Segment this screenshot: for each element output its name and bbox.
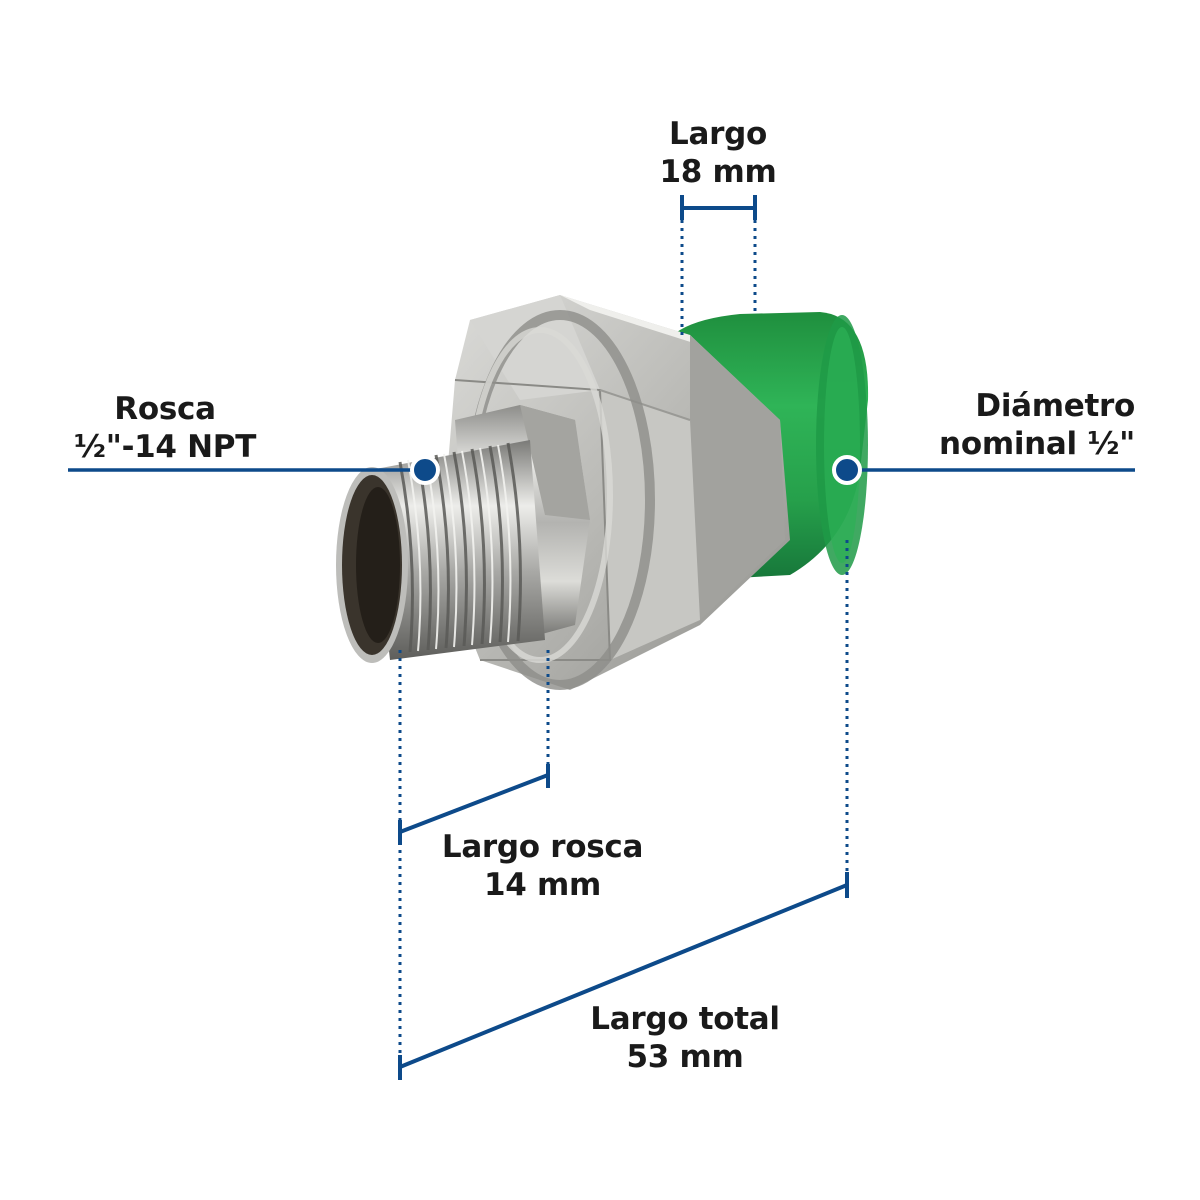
- largo-rosca-label: Largo rosca 14 mm: [420, 828, 665, 904]
- rosca-label: Rosca ½"-14 NPT: [55, 390, 275, 466]
- marker-dots: [410, 455, 862, 485]
- largo-rosca-label-line2: 14 mm: [483, 867, 602, 903]
- largo-label-line2: 18 mm: [659, 154, 777, 190]
- diametro-label: Diámetro nominal ½": [880, 387, 1135, 463]
- largo-total-label: Largo total 53 mm: [570, 1000, 800, 1076]
- rosca-label-line1: Rosca: [114, 391, 216, 427]
- rosca-marker-dot: [410, 455, 440, 485]
- largo-rosca-label-line1: Largo rosca: [441, 829, 644, 865]
- diametro-marker-dot: [832, 455, 862, 485]
- largo-total-label-line2: 53 mm: [626, 1039, 744, 1075]
- diametro-label-line1: Diámetro: [975, 388, 1135, 424]
- rosca-label-line2: ½"-14 NPT: [73, 429, 257, 465]
- pipe-opening: [336, 467, 408, 663]
- largo-label: Largo 18 mm: [618, 115, 818, 191]
- largo-total-label-line1: Largo total: [590, 1001, 780, 1037]
- largo-rosca-dimension: [399, 773, 549, 834]
- largo-total-dimension: [399, 883, 848, 1069]
- dimension-lines: [68, 195, 1135, 1080]
- diametro-label-line2: nominal ½": [939, 426, 1135, 462]
- largo-label-line1: Largo: [669, 116, 767, 152]
